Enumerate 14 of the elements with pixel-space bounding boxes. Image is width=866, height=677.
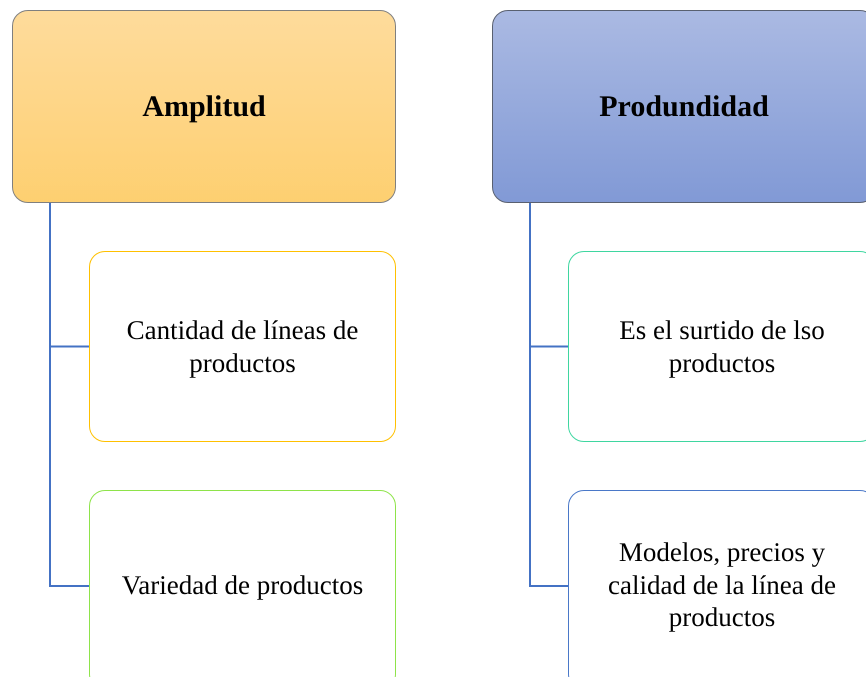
description-text: Cantidad de líneas de productos — [126, 314, 360, 379]
category-box — [492, 10, 866, 203]
description-text: Variedad de productos — [122, 568, 364, 602]
category-title: Amplitud — [142, 88, 266, 125]
description-box — [568, 251, 866, 442]
description-box — [89, 490, 396, 677]
description-box — [89, 251, 396, 442]
description-text: Es el surtido de lso productos — [618, 314, 826, 379]
connector-line — [49, 203, 89, 587]
description-box — [568, 490, 866, 677]
category-box — [12, 10, 396, 203]
connector-line — [529, 203, 568, 587]
category-title: Produndidad — [599, 88, 769, 125]
description-text: Modelos, precios y calidad de la línea de productos — [607, 536, 837, 634]
